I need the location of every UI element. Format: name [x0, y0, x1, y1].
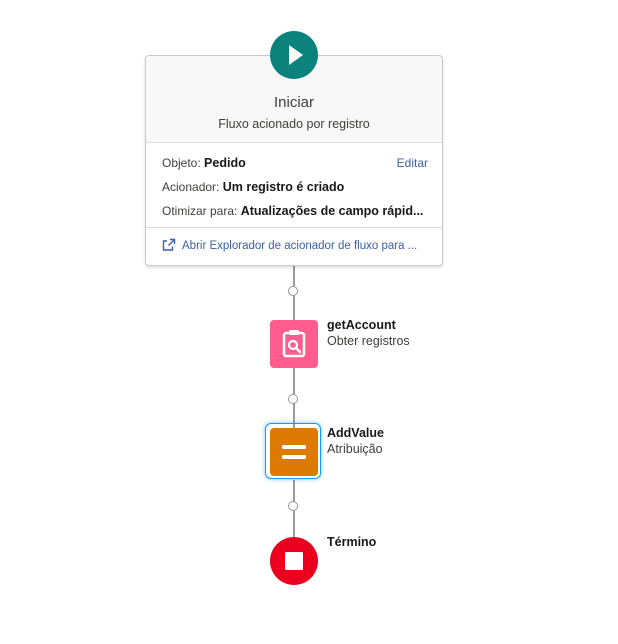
element-type: Obter registros — [327, 334, 410, 348]
trigger-field: Acionador: Um registro é criado — [162, 180, 344, 194]
element-type: Atribuição — [327, 442, 383, 456]
end-name: Término — [327, 535, 377, 549]
object-value: Pedido — [204, 156, 246, 170]
object-field: Objeto: Pedido — [162, 156, 246, 170]
start-subtitle: Fluxo acionado por registro — [218, 117, 370, 131]
start-title: Iniciar — [273, 94, 314, 111]
play-icon — [289, 45, 303, 65]
card-divider — [146, 227, 442, 228]
trigger-value: Um registro é criado — [222, 180, 345, 194]
trigger-explorer-link-label: Abrir Explorador de acionador de fluxo p… — [182, 240, 418, 252]
add-element-node[interactable] — [288, 394, 298, 404]
get-records-element[interactable] — [270, 320, 318, 368]
assignment-label: AddValue Atribuição — [327, 426, 384, 456]
add-element-node[interactable] — [288, 501, 298, 511]
add-element-node[interactable] — [288, 286, 298, 296]
end-element[interactable] — [270, 537, 318, 585]
assignment-element[interactable] — [270, 428, 318, 476]
optimize-value: Atualizações de campo rápid... — [240, 204, 424, 218]
object-label: Objeto: — [162, 156, 201, 170]
edit-link[interactable]: Editar — [396, 156, 428, 170]
end-label: Término — [327, 535, 376, 549]
element-name: AddValue — [327, 426, 384, 440]
external-link-icon — [162, 238, 176, 251]
trigger-label: Acionador: — [162, 180, 220, 194]
trigger-explorer-link[interactable]: Abrir Explorador de acionador de fluxo p… — [162, 238, 417, 252]
selection-highlight — [265, 423, 321, 479]
optimize-field: Otimizar para: Atualizações de campo ráp… — [162, 204, 423, 218]
element-name: getAccount — [327, 318, 396, 332]
stop-icon — [285, 552, 303, 570]
record-lookup-icon — [282, 330, 306, 358]
assignment-equals-icon — [282, 445, 306, 459]
start-play-button[interactable] — [270, 31, 318, 79]
start-element-card[interactable]: Iniciar Fluxo acionado por registro Obje… — [145, 55, 443, 266]
get-records-label: getAccount Obter registros — [327, 318, 410, 348]
optimize-label: Otimizar para: — [162, 204, 238, 218]
